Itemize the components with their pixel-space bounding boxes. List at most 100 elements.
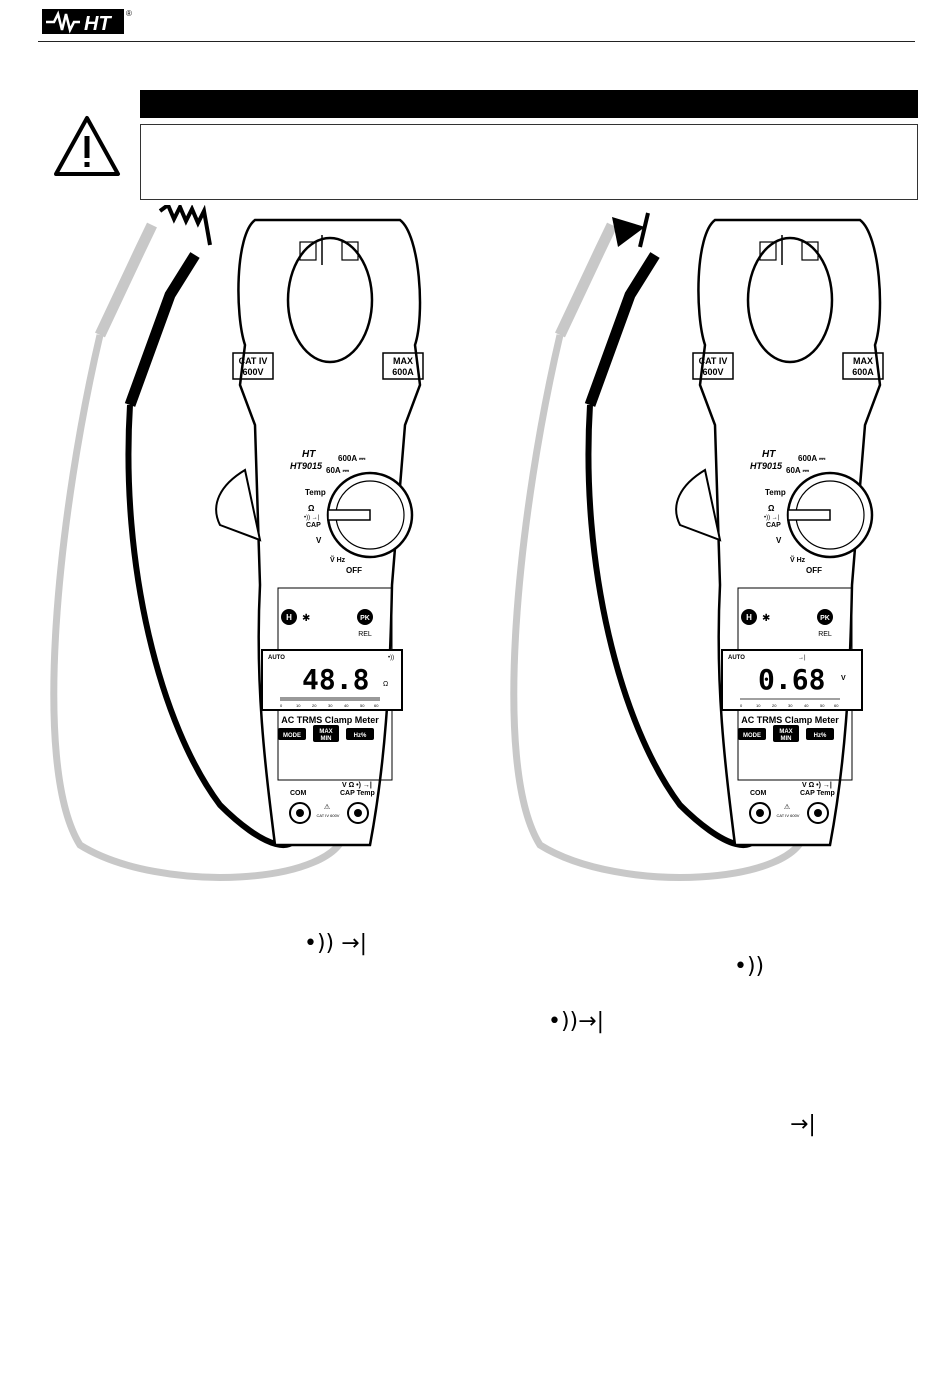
min-label: MIN bbox=[321, 736, 332, 742]
mode-button-label: MODE bbox=[283, 733, 301, 739]
bar-scale-4: 40 bbox=[804, 703, 809, 708]
dial-cap: CAP bbox=[766, 522, 781, 529]
bar-scale-3: 30 bbox=[328, 703, 333, 708]
jaw-trigger bbox=[215, 468, 262, 542]
peak-button-label: PK bbox=[360, 615, 370, 622]
dial-cap: CAP bbox=[306, 522, 321, 529]
hz-button-label: Hz% bbox=[354, 733, 367, 739]
meter-title: AC TRMS Clamp Meter bbox=[281, 715, 379, 725]
terminal-cat-rating: CAT IV 600V bbox=[777, 813, 800, 818]
terminal-warning-icon: ⚠ bbox=[784, 803, 790, 811]
maxmin-button[interactable] bbox=[313, 725, 339, 742]
hold-button-label: H bbox=[286, 613, 292, 622]
captemp-label: CAP Temp bbox=[340, 790, 375, 797]
vohm-label: V Ω •) →| bbox=[342, 782, 372, 789]
dial-vhz: Ṽ Hz bbox=[330, 555, 346, 564]
backlight-icon: ✱ bbox=[302, 613, 310, 624]
header-rule bbox=[38, 41, 915, 42]
max-label-1: MAX bbox=[853, 356, 873, 366]
clamp-meter-figure-continuity: CAT IV 600V MAX 600A HT HT9015 600A ⎓ 60… bbox=[50, 205, 424, 881]
peak-button[interactable] bbox=[357, 609, 373, 625]
range-60a: 60A ⎓ bbox=[786, 466, 810, 475]
lcd-reading: 48.8 bbox=[302, 663, 369, 696]
red-test-lead-cable bbox=[50, 334, 349, 881]
warning-triangle-icon bbox=[54, 116, 120, 176]
jaw-trigger bbox=[675, 468, 722, 542]
hz-button[interactable] bbox=[346, 728, 374, 740]
meter-brand: HT bbox=[762, 449, 776, 460]
bar-scale-0: 0 bbox=[740, 703, 743, 708]
red-test-lead-cable bbox=[510, 334, 809, 881]
dial-vhz: Ṽ Hz bbox=[790, 555, 806, 564]
dial-temp: Temp bbox=[305, 488, 326, 497]
bar-scale-6: 60 bbox=[374, 703, 379, 708]
dial-pointer bbox=[787, 509, 831, 521]
bar-scale-3: 30 bbox=[788, 703, 793, 708]
peak-button-label: PK bbox=[820, 615, 830, 622]
com-label: COM bbox=[750, 790, 767, 797]
diode-component bbox=[612, 217, 645, 247]
dial-pointer bbox=[327, 509, 371, 521]
lcd-unit: V bbox=[841, 675, 846, 682]
maxmin-button[interactable] bbox=[773, 725, 799, 742]
range-600a: 600A ⎓ bbox=[798, 454, 826, 463]
bar-scale-4: 40 bbox=[344, 703, 349, 708]
dial-off: OFF bbox=[806, 566, 822, 575]
hold-button-label: H bbox=[746, 613, 752, 622]
meter-model: HT9015 bbox=[750, 461, 783, 471]
peak-button[interactable] bbox=[817, 609, 833, 625]
lcd-display bbox=[721, 649, 863, 711]
logo-text: HT bbox=[84, 13, 112, 35]
bar-scale-5: 50 bbox=[820, 703, 825, 708]
bar-scale-6: 60 bbox=[834, 703, 839, 708]
dial-ohm: Ω bbox=[308, 504, 315, 513]
diode-symbol: →| bbox=[790, 1112, 816, 1137]
continuity-diode-symbol-2: •))→| bbox=[548, 1009, 604, 1034]
lcd-bargraph bbox=[280, 697, 380, 701]
rel-label: REL bbox=[358, 631, 372, 638]
dial-ohm: Ω bbox=[768, 504, 775, 513]
bar-scale-0: 0 bbox=[280, 703, 283, 708]
dial-v: V bbox=[776, 536, 782, 545]
meter-title: AC TRMS Clamp Meter bbox=[741, 715, 839, 725]
terminal-warning-icon: ⚠ bbox=[324, 803, 330, 811]
lcd-auto: AUTO bbox=[268, 655, 285, 661]
bar-scale-1: 10 bbox=[296, 703, 301, 708]
min-label: MIN bbox=[781, 736, 792, 742]
warning-title-bar bbox=[140, 90, 918, 118]
hz-button[interactable] bbox=[806, 728, 834, 740]
lcd-unit: Ω bbox=[383, 681, 388, 688]
lcd-mode-symbol: •)) bbox=[388, 655, 394, 661]
max-label-1: MAX bbox=[393, 356, 413, 366]
hold-button[interactable] bbox=[281, 609, 297, 625]
ht-logo: HT ® bbox=[42, 9, 132, 35]
red-test-probe bbox=[95, 222, 157, 338]
dial-temp: Temp bbox=[765, 488, 786, 497]
max-label-2: 600A bbox=[392, 367, 414, 377]
cat-label-1: CAT IV bbox=[699, 356, 728, 366]
mode-button[interactable] bbox=[278, 728, 306, 740]
bar-scale-1: 10 bbox=[756, 703, 761, 708]
max-label-2: 600A bbox=[852, 367, 874, 377]
cat-label-2: 600V bbox=[702, 367, 723, 377]
lcd-auto: AUTO bbox=[728, 655, 745, 661]
black-test-probe bbox=[584, 252, 660, 407]
cat-label-2: 600V bbox=[242, 367, 263, 377]
dial-continuity: •)) →| bbox=[304, 515, 320, 521]
backlight-icon: ✱ bbox=[762, 613, 770, 624]
hold-button[interactable] bbox=[741, 609, 757, 625]
rel-label: REL bbox=[818, 631, 832, 638]
mode-button[interactable] bbox=[738, 728, 766, 740]
clamp-jaw-opening bbox=[286, 236, 374, 364]
dial-v: V bbox=[316, 536, 322, 545]
cat-label-1: CAT IV bbox=[239, 356, 268, 366]
clamp-meter-figure-diode: CAT IV 600V MAX 600A HT HT9015 600A ⎓ 60… bbox=[510, 212, 884, 881]
bar-scale-2: 20 bbox=[772, 703, 777, 708]
vohm-label: V Ω •) →| bbox=[802, 782, 832, 789]
mode-button-label: MODE bbox=[743, 733, 761, 739]
range-600a: 600A ⎓ bbox=[338, 454, 366, 463]
meter-model: HT9015 bbox=[290, 461, 323, 471]
black-test-probe bbox=[124, 252, 200, 407]
bar-scale-2: 20 bbox=[312, 703, 317, 708]
dial-off: OFF bbox=[346, 566, 362, 575]
